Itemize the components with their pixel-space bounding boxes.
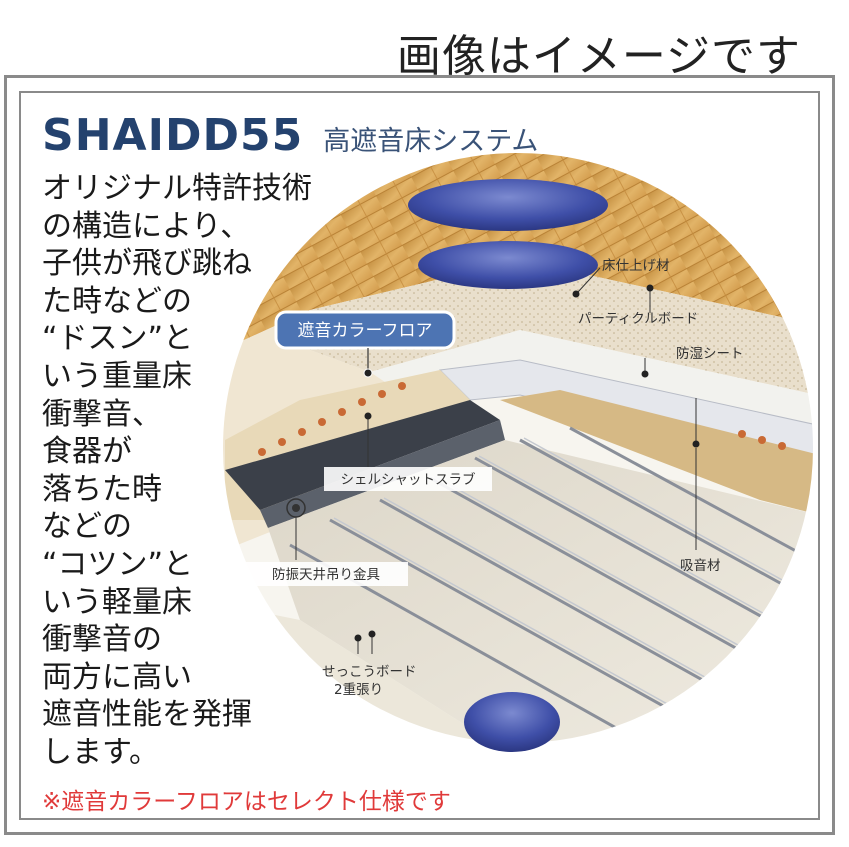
description-line: などの bbox=[42, 509, 132, 545]
product-subtitle: 高遮音床システム bbox=[323, 126, 539, 157]
label-hanger: 防振天井吊り金具 bbox=[244, 498, 408, 586]
description-line: 両方に高い bbox=[42, 659, 192, 695]
description-line: 食器が bbox=[42, 434, 132, 470]
color-floor-callout[interactable]: 遮音カラーフロア bbox=[274, 310, 456, 378]
slab-beam bbox=[225, 400, 500, 510]
description-line: “ドスン”と bbox=[42, 321, 194, 357]
description-line: オリジナル特許技術 bbox=[42, 171, 312, 206]
svg-text:2重張り: 2重張り bbox=[334, 682, 383, 698]
description-line: “コツン”と bbox=[42, 546, 194, 582]
svg-text:床仕上げ材: 床仕上げ材 bbox=[602, 258, 670, 274]
particle-board-layer bbox=[310, 260, 814, 400]
description-line: いう軽量床 bbox=[42, 584, 192, 620]
cutaway-view bbox=[222, 152, 814, 744]
reduced-sound-icon bbox=[464, 692, 560, 752]
label-floor-finish: 床仕上げ材 bbox=[572, 258, 670, 298]
callout-label: 遮音カラーフロア bbox=[298, 321, 433, 341]
impact-sound-icon bbox=[408, 179, 608, 289]
ceiling-board bbox=[268, 440, 814, 744]
moisture-sheet-layer bbox=[370, 330, 814, 430]
svg-text:パーティクルボード: パーティクルボード bbox=[578, 311, 698, 327]
underlayer bbox=[500, 390, 814, 520]
product-name: SHAIDD55 bbox=[42, 110, 304, 161]
label-absorber: 吸音材 bbox=[680, 448, 721, 574]
select-spec-note: ※遮音カラーフロアはセレクト仕様です bbox=[42, 789, 451, 815]
label-slab: シェルシャットスラブ bbox=[324, 398, 700, 491]
description: オリジナル特許技術 の構造により、 子供が飛び跳ね た時などの “ドスン”と い… bbox=[42, 170, 312, 772]
description-line: いう重量床 bbox=[42, 358, 192, 394]
svg-text:せっこうボード: せっこうボード bbox=[322, 664, 417, 680]
title-row: SHAIDD55 高遮音床システム bbox=[42, 110, 538, 161]
svg-text:吸音材: 吸音材 bbox=[680, 557, 721, 574]
label-particle-board: パーティクルボード bbox=[578, 284, 698, 327]
description-line: の構造により、 bbox=[42, 208, 251, 244]
description-line: します。 bbox=[42, 734, 159, 770]
inner-frame bbox=[19, 91, 820, 820]
description-line: 落ちた時 bbox=[42, 471, 162, 507]
label-gypsum: せっこうボード 2重張り bbox=[322, 630, 417, 698]
svg-text:防振天井吊り金具: 防振天井吊り金具 bbox=[272, 567, 380, 583]
svg-text:シェルシャットスラブ: シェルシャットスラブ bbox=[341, 471, 476, 488]
description-line: 遮音性能を発揮 bbox=[42, 697, 252, 733]
description-line: 子供が飛び跳ね bbox=[42, 246, 252, 282]
slab-hollow-cores bbox=[258, 382, 786, 456]
svg-text:防湿シート: 防湿シート bbox=[676, 346, 744, 362]
description-line: た時などの bbox=[42, 283, 192, 319]
image-disclaimer: 画像はイメージです bbox=[396, 31, 801, 82]
description-line: 衝撃音、 bbox=[42, 396, 162, 432]
label-moisture-sheet: 防湿シート bbox=[641, 346, 744, 378]
description-line: 衝撃音の bbox=[42, 622, 162, 658]
